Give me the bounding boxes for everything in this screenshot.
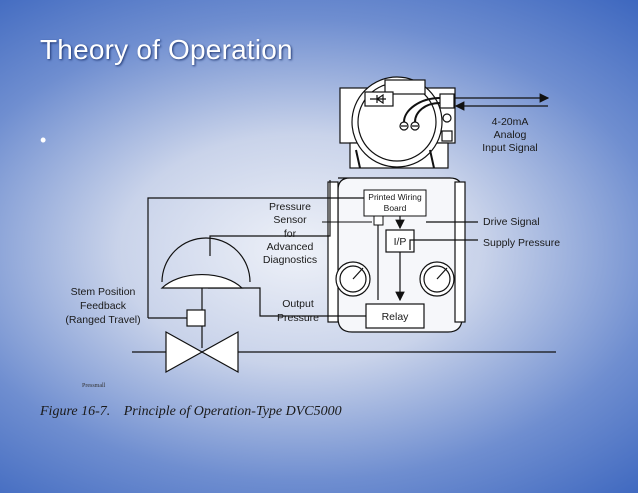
pwb-label-2: Board: [384, 203, 407, 213]
output-pressure-label-2: Pressure: [277, 312, 319, 324]
pressure-gauge-right: [419, 261, 455, 297]
output-pressure-label-1: Output: [282, 298, 314, 310]
pressure-sensor-line-3: for: [284, 228, 297, 240]
bullet-point: •: [40, 130, 47, 150]
pressure-sensor-line-5: Diagnostics: [263, 254, 317, 266]
valve-actuator: [160, 237, 251, 348]
terminal-housing: [339, 76, 456, 169]
figure-number: Figure 16-7.: [40, 404, 111, 419]
figure-text: Principle of Operation-Type DVC5000: [123, 404, 342, 419]
input-signal-label-3: Input Signal: [482, 142, 537, 154]
input-signal-label-1: 4-20mA: [492, 116, 529, 128]
stem-label-2: Feedback: [80, 300, 127, 312]
input-signal-lines: [454, 93, 550, 111]
tiny-mark: Pressmall: [82, 383, 106, 389]
pressure-sensor-element: [373, 215, 384, 226]
printed-wiring-board: [363, 189, 427, 217]
input-signal-label-2: Analog: [494, 129, 527, 141]
pwb-label-1: Printed Wiring: [368, 192, 422, 202]
pressure-sensor-line-4: Advanced: [267, 241, 314, 253]
slide-title: Theory of Operation: [40, 34, 293, 65]
pressure-sensor-line-2: Sensor: [273, 214, 307, 226]
stem-label-1: Stem Position: [71, 286, 136, 298]
pressure-sensor-line-1: Pressure: [269, 201, 311, 213]
relay-label: Relay: [382, 311, 410, 323]
supply-pressure-label: Supply Pressure: [483, 237, 560, 249]
stem-position-sensor: [186, 309, 206, 327]
valve-body: [132, 330, 556, 374]
pressure-gauge-left: [335, 261, 371, 297]
ip-label: I/P: [394, 236, 407, 248]
stem-label-3: (Ranged Travel): [65, 314, 140, 326]
drive-signal-label: Drive Signal: [483, 216, 540, 228]
pressure-sensor-label: Pressure Sensor for Advanced Diagnostics: [263, 201, 317, 266]
relay-block: [365, 303, 425, 329]
figure-caption: Figure 16-7. Principle of Operation-Type…: [40, 404, 352, 420]
